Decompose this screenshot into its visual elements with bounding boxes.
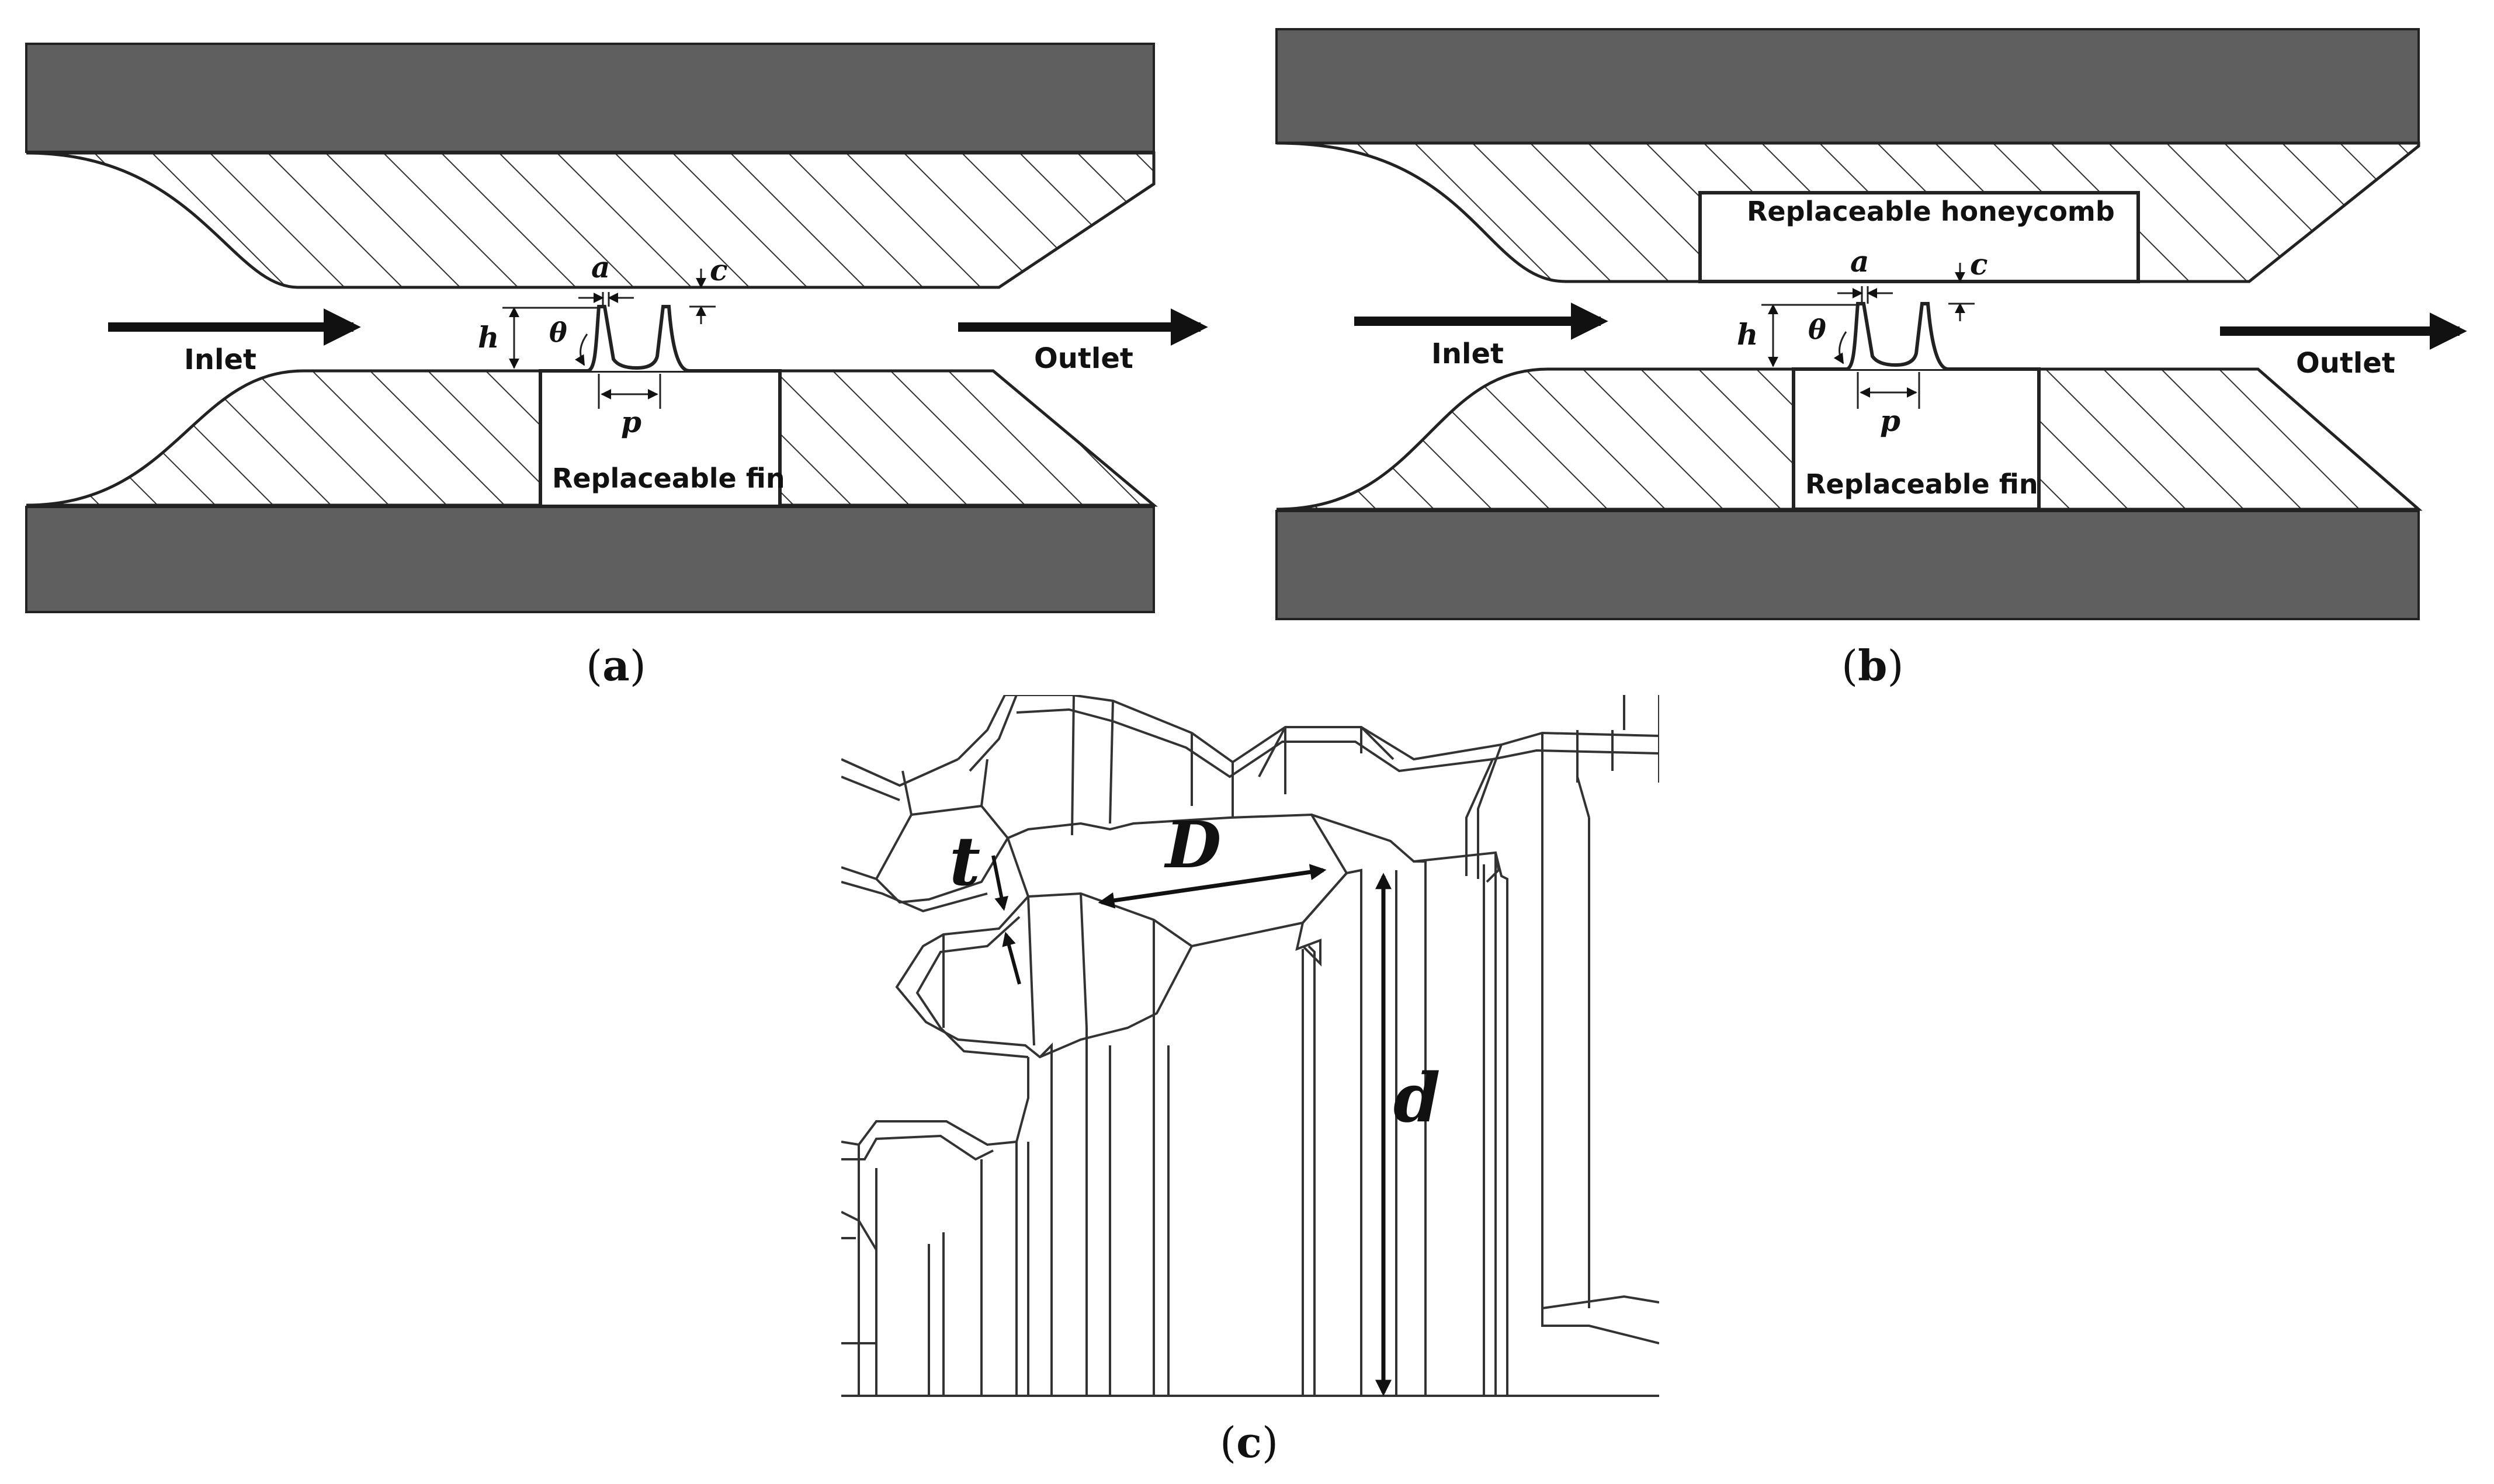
fin-label-a: Replaceable fin <box>552 463 785 494</box>
honeycomb-cells <box>841 695 1659 1397</box>
honeycomb-view: t D d <box>841 695 1659 1405</box>
caption-b: (b) <box>1841 641 1904 690</box>
panel-a: Inlet Outlet Replaceable fin a c h θ p (… <box>25 43 1208 690</box>
panel-c: t D d (c) <box>841 695 1659 1467</box>
sym-c-b: c <box>1970 247 1987 281</box>
fin-profile-b <box>1794 302 2039 371</box>
outlet-label-b: Outlet <box>2296 347 2395 380</box>
top-wall-b <box>1275 28 2420 144</box>
bottom-wall-a <box>25 506 1155 613</box>
t-arrow-bottom <box>1002 932 1021 985</box>
honeycomb-label-b: Replaceable honeycomb <box>1747 196 2115 227</box>
honeycomb-box-b <box>1698 191 2140 283</box>
sym-c-a: c <box>710 253 727 287</box>
theta-arc-a <box>574 333 588 366</box>
theta-arc-b <box>1833 331 1847 364</box>
t-arrow-top <box>991 855 1009 911</box>
sym-h-b: h <box>1737 317 1758 352</box>
bottom-wall-b <box>1275 510 2420 620</box>
sym-theta-b: θ <box>1808 314 1826 345</box>
sym-d: d <box>1393 1059 1440 1138</box>
lower-inlet-block-b <box>1276 367 1795 511</box>
sym-p-a: p <box>621 405 641 439</box>
sym-a-b: a <box>1850 244 1869 279</box>
D-arrow <box>1098 864 1327 909</box>
top-wall-a <box>25 43 1155 153</box>
caption-c: (c) <box>1220 1417 1278 1467</box>
sym-a-a: a <box>591 250 610 284</box>
upper-nozzle-a <box>26 151 1156 289</box>
lower-outlet-block-b <box>2037 367 2423 511</box>
inlet-label-b: Inlet <box>1431 338 1504 370</box>
fin-label-b: Replaceable fin <box>1805 468 2038 500</box>
sym-h-a: h <box>478 320 499 355</box>
caption-a: (a) <box>586 641 646 690</box>
sym-p-b: p <box>1880 404 1900 438</box>
lower-inlet-block-a <box>26 369 542 507</box>
lower-outlet-block-a <box>778 369 1158 507</box>
panel-b: Inlet Outlet Replaceable honeycomb Repla… <box>1275 28 2467 690</box>
sym-theta-a: θ <box>549 317 567 348</box>
outlet-label-a: Outlet <box>1034 342 1133 375</box>
inlet-label-a: Inlet <box>184 343 256 376</box>
sym-t: t <box>949 822 980 901</box>
fin-profile-a <box>540 305 780 373</box>
sym-D: D <box>1164 807 1221 882</box>
